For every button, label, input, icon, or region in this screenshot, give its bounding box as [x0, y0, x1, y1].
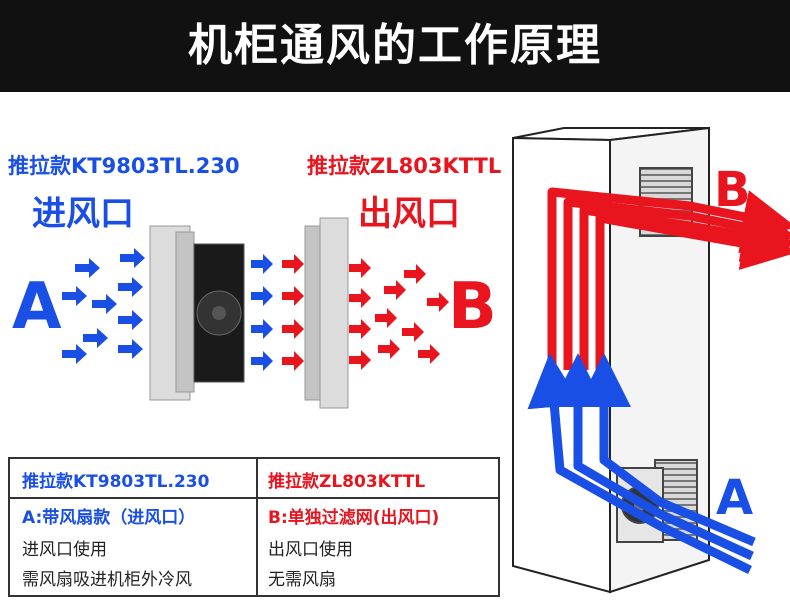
intake-model-label: 推拉款KT9803TL.230 [8, 154, 240, 178]
right-usage: 出风口使用 [268, 540, 353, 560]
left-header: 推拉款KT9803TL.230 [22, 472, 210, 492]
exhaust-name-label: 出风口 [358, 194, 460, 234]
cabinet-intake-flow [527, 353, 756, 575]
filter-unit [304, 217, 349, 409]
page-title: 机柜通风的工作原理 [188, 20, 602, 71]
middle-arrows [251, 254, 304, 371]
left-type: A:带风扇款（进风口） [22, 508, 196, 528]
comparison-table: 推拉款KT9803TL.230 A:带风扇款（进风口） 进风口使用 需风扇吸进机… [8, 457, 500, 597]
title-banner: 机柜通风的工作原理 [0, 0, 790, 92]
left-note: 需风扇吸进机柜外冷风 [22, 570, 192, 590]
intake-letter: A [12, 270, 62, 344]
table-divider-horizontal [10, 497, 498, 499]
right-type: B:单独过滤网(出风口) [268, 508, 440, 528]
cabinet-intake-letter: A [716, 470, 754, 526]
right-note: 无需风扇 [268, 570, 336, 590]
cabinet-exhaust-letter: B [714, 162, 751, 218]
fan-unit [149, 225, 245, 401]
table-divider-vertical [256, 459, 258, 595]
right-header: 推拉款ZL803KTTL [268, 472, 426, 492]
cabinet-exhaust-flow [547, 187, 790, 370]
left-usage: 进风口使用 [22, 540, 107, 560]
exhaust-model-label: 推拉款ZL803KTTL [307, 154, 502, 178]
exhaust-letter: B [448, 270, 497, 344]
intake-name-label: 进风口 [32, 194, 134, 234]
exhaust-arrows [349, 258, 449, 370]
intake-arrows [62, 248, 145, 364]
